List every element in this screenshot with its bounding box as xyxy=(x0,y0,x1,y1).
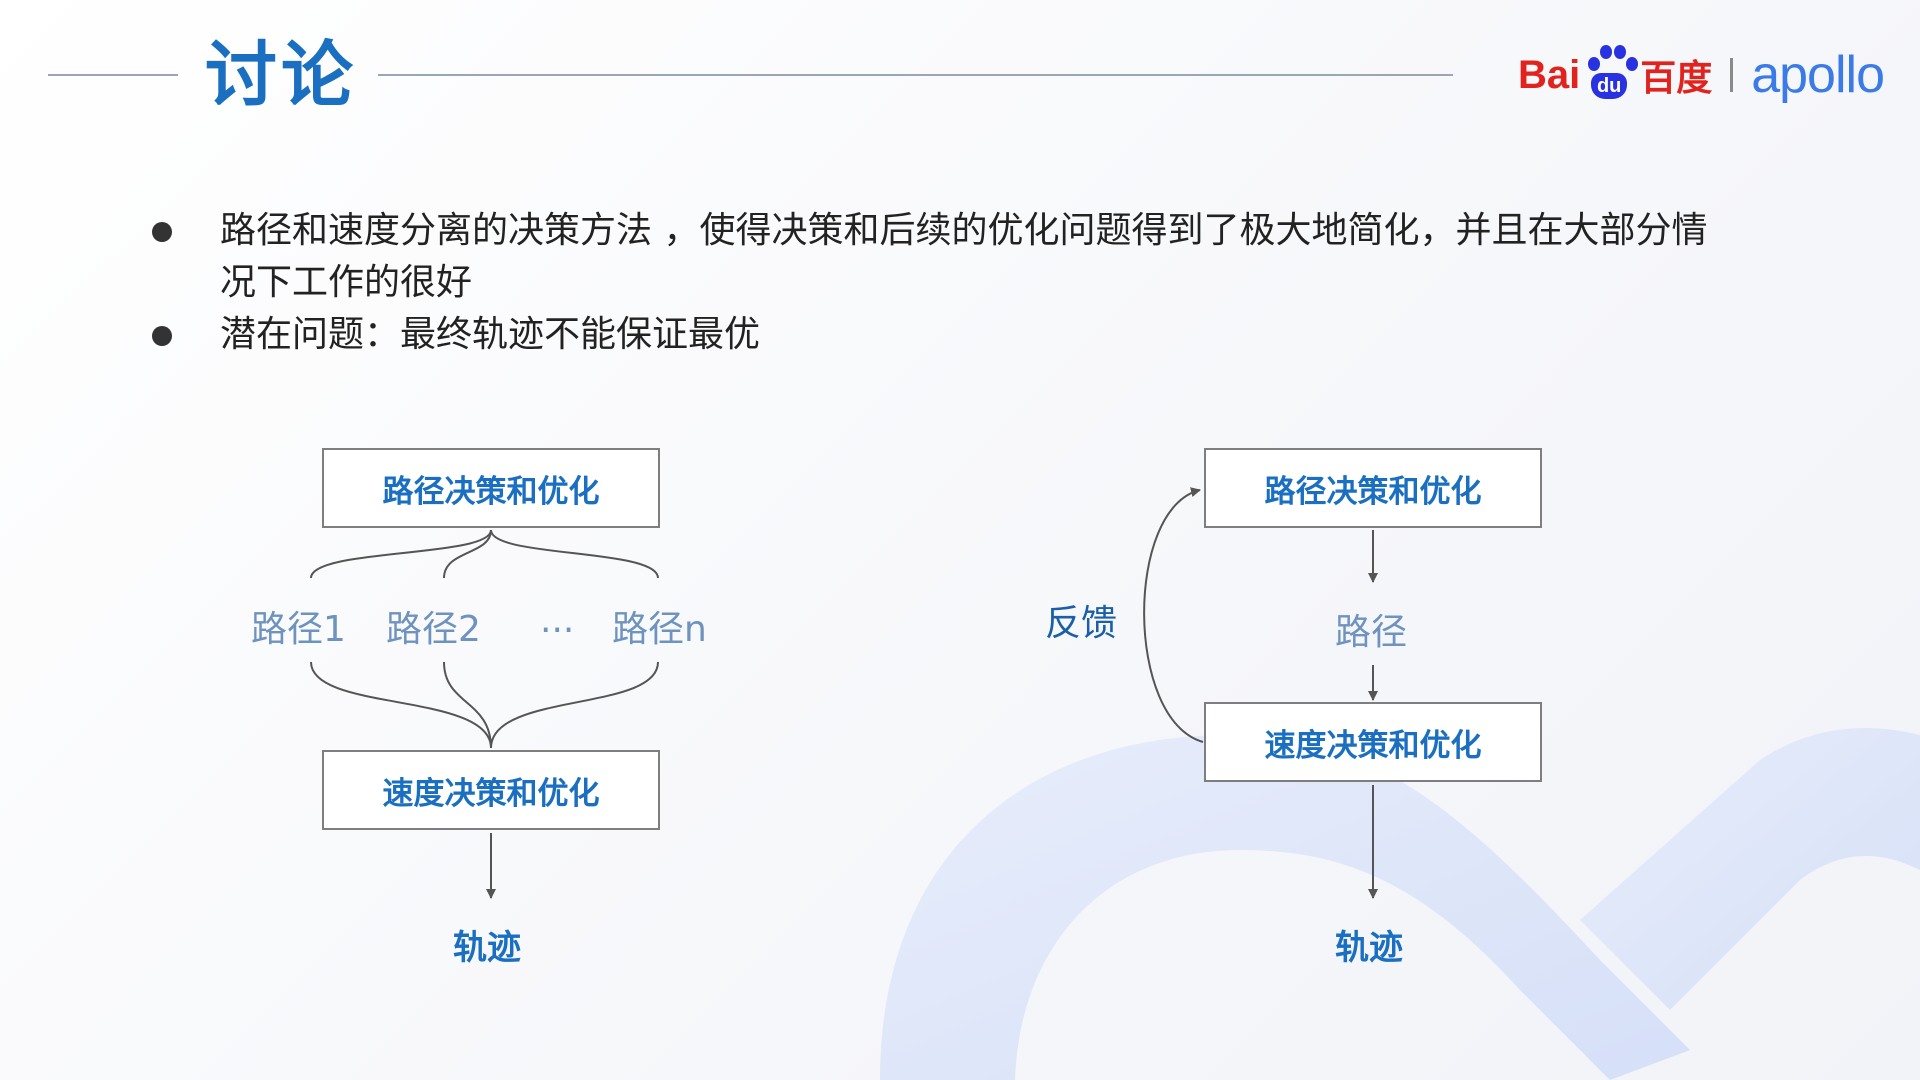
path-label-n: 路径n xyxy=(612,609,707,650)
brand-logo: Bai du 百度 apollo xyxy=(1518,30,1885,120)
bullet-list: 路径和速度分离的决策方法 ，使得决策和后续的优化问题得到了极大地简化，并且在大部… xyxy=(150,205,1710,361)
bullet-item: 潜在问题：最终轨迹不能保证最优 xyxy=(150,309,1710,361)
path-label-1: 路径1 xyxy=(251,609,346,650)
logo-divider xyxy=(1730,58,1734,92)
baidu-logo-cn: 百度 xyxy=(1640,58,1713,99)
path-label-ellipsis: ... xyxy=(540,600,575,641)
bullet-dot-icon xyxy=(152,222,172,242)
bullet-text: 潜在问题：最终轨迹不能保证最优 xyxy=(220,314,761,355)
path-decision-box: 路径决策和优化 xyxy=(322,448,660,528)
path-decision-box: 路径决策和优化 xyxy=(1204,448,1542,528)
baidu-logo-du: du xyxy=(1591,73,1628,99)
bullet-text: 路径和速度分离的决策方法 ，使得决策和后续的优化问题得到了极大地简化，并且在大部… xyxy=(220,210,1708,303)
baidu-logo: Bai du 百度 xyxy=(1518,43,1712,107)
apollo-logo: apollo xyxy=(1751,46,1885,104)
paw-icon: du xyxy=(1580,43,1639,107)
baidu-logo-latin: Bai xyxy=(1517,52,1581,97)
bullet-item: 路径和速度分离的决策方法 ，使得决策和后续的优化问题得到了极大地简化，并且在大部… xyxy=(150,205,1710,309)
feedback-label: 反馈 xyxy=(1045,603,1118,644)
page-title: 讨论 xyxy=(205,33,358,117)
path-label-2: 路径2 xyxy=(386,609,481,650)
trajectory-label: 轨迹 xyxy=(1335,928,1403,968)
bullet-dot-icon xyxy=(152,326,172,346)
trajectory-label: 轨迹 xyxy=(453,928,521,968)
header-line-right xyxy=(378,74,1453,76)
path-label: 路径 xyxy=(1335,612,1408,653)
speed-decision-box: 速度决策和优化 xyxy=(1204,702,1542,782)
header-line-left xyxy=(48,74,178,76)
speed-decision-box: 速度决策和优化 xyxy=(322,750,660,830)
